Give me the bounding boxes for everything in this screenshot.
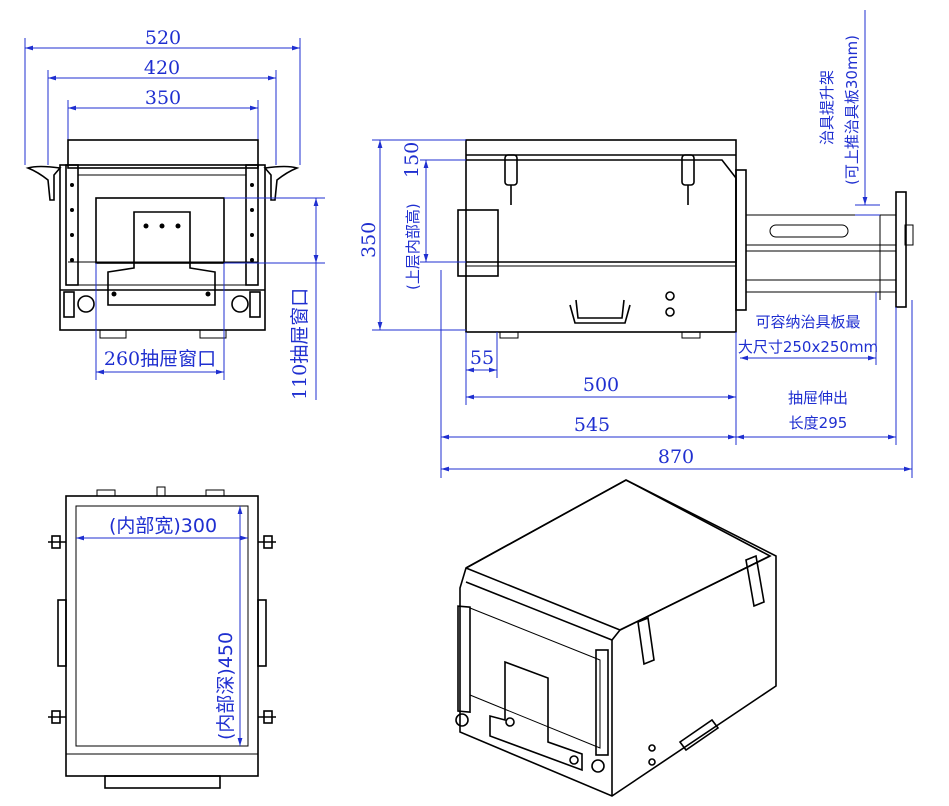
- inner-depth-label: (内部深)450: [215, 632, 237, 740]
- dim-150-desc: (上层内部高): [404, 203, 422, 290]
- dim-55: 55: [466, 347, 497, 373]
- dim-500: 500: [466, 374, 736, 400]
- dim-drawer-extension: 抽屉伸出 长度295: [736, 389, 896, 440]
- fixture-line1: 治具提升架: [818, 70, 836, 145]
- dim-500-label: 500: [583, 374, 619, 396]
- drawer-ext-line1: 抽屉伸出: [788, 389, 848, 407]
- dim-350-side-label: 350: [358, 222, 380, 258]
- dim-55-label: 55: [470, 347, 494, 369]
- dim-drawer-window-h-label: 110抽屉窗口: [289, 288, 311, 400]
- dim-inner-depth: (内部深)450: [215, 506, 243, 746]
- dim-420: 420: [47, 57, 277, 165]
- side-view: 150 (上层内部高) 350 55 500 545: [358, 10, 914, 478]
- dim-545: 545: [441, 414, 736, 440]
- dim-520: 520: [24, 27, 301, 165]
- dim-drawer-window-h: 110抽屉窗口: [224, 197, 325, 400]
- front-view: 520 420 350: [24, 27, 325, 400]
- dim-inner-width: (内部宽)300: [76, 515, 248, 541]
- top-view: (内部宽)300 (内部深)450: [48, 486, 276, 789]
- capacity-line2: 大尺寸250x250mm: [738, 338, 878, 356]
- inner-width-label: (内部宽)300: [109, 515, 217, 537]
- dim-870: 870: [441, 446, 912, 472]
- drawer-ext-line2: 长度295: [789, 414, 848, 432]
- dim-fixture-lift: 治具提升架 (可上推治具板30mm): [818, 10, 880, 216]
- dim-520-label: 520: [145, 27, 181, 49]
- fixture-line2: (可上推治具板30mm): [843, 35, 861, 185]
- dim-drawer-window-w-label: 260抽屉窗口: [104, 348, 216, 370]
- dim-drawer-window-w: 260抽屉窗口: [95, 263, 225, 380]
- dim-upper-inner-h: 150 (上层内部高): [401, 142, 466, 290]
- dim-350-label: 350: [145, 87, 181, 109]
- dim-capacity: 可容纳治具板最 大尺寸250x250mm: [738, 292, 878, 365]
- dim-350: 350: [67, 87, 259, 165]
- isometric-view: [455, 479, 777, 797]
- dim-870-label: 870: [658, 446, 694, 468]
- dim-150-label: 150: [401, 142, 423, 178]
- capacity-line1: 可容纳治具板最: [755, 313, 860, 331]
- dim-545-label: 545: [574, 414, 610, 436]
- dim-height-350: 350: [358, 139, 466, 331]
- dim-420-label: 420: [144, 57, 180, 79]
